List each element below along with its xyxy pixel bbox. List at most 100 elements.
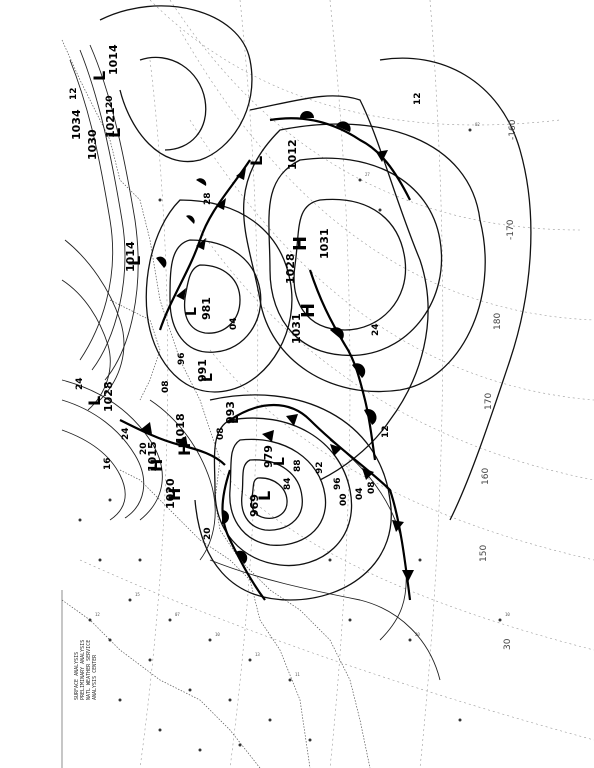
pressure-value: 1031 [290,313,303,344]
isobar-label: 12 [69,87,79,100]
isobar-labels: 12 12 24 28 20 24 92 96 00 04 08 88 84 2… [69,87,423,540]
svg-text:12: 12 [95,612,100,617]
isobar-label: 12 [413,92,423,105]
isobar-label: 16 [103,457,113,470]
grid-label-180: 180 [493,313,503,330]
header-line-2: PRELIMINARY ANALYSIS [80,640,86,700]
chart-header: SURFACE ANALYSIS PRELIMINARY ANALYSIS NA… [74,640,98,700]
front-symbols [140,111,414,582]
svg-text:07: 07 [175,612,180,617]
pressure-center: L 993 [224,401,242,424]
pressure-value: 969 [248,494,261,517]
isobar-label: 08 [216,427,226,440]
grid-label-170: 170 [484,393,494,410]
isobar-label: 12 [381,425,391,438]
high-symbol: H [175,443,194,456]
svg-text:13: 13 [255,652,260,657]
isobar-label: 04 [355,487,365,500]
svg-text:11: 11 [295,672,300,677]
isobar-label: 24 [75,377,85,390]
pressure-center: L 1028 [85,381,115,412]
pressure-value: 981 [200,297,213,320]
grid-labels: -160 -170 180 170 160 150 30 [479,119,518,650]
header-line-3: NATL WEATHER SERVICE [86,640,92,700]
low-symbol: L [226,415,242,424]
pressure-value: 1031 [318,228,331,259]
pressure-center: H 1015 [146,441,166,472]
pressure-value: 1021 [104,107,117,138]
low-symbol: L [272,457,288,466]
graticule [79,0,594,768]
header-line-1: SURFACE ANALYSIS [74,652,80,700]
high-symbol: H [298,303,319,318]
low-symbol: L [125,256,144,266]
pressure-center: L 1030 [86,129,99,160]
svg-text:10: 10 [505,612,510,617]
isobar-label: 00 [339,493,349,506]
pressure-center: H 1031 [290,228,331,259]
pressure-center: L 991 [196,359,216,382]
isobar-label: 08 [367,481,377,494]
high-symbol: H [165,488,184,501]
low-symbol: L [200,373,216,382]
pressure-value: 1012 [286,139,299,170]
pressure-value: 979 [262,445,275,468]
pressure-center: H 1031 [290,303,319,344]
grid-label-160: 160 [481,468,491,485]
isobar-label: 92 [315,461,325,474]
grid-label-m160: -160 [508,119,518,140]
pressure-value: 1014 [124,241,137,272]
svg-text:27: 27 [365,172,370,177]
pressure-center: L 1014 [90,44,120,81]
pressure-center: L 979 [262,445,288,468]
pressure-center: L 1012 [247,139,299,170]
low-symbol: L [184,307,200,316]
svg-text:15: 15 [135,592,140,597]
isobar-label: 96 [177,352,187,365]
grid-label-30: 30 [503,638,513,650]
pressure-value: 1015 [146,441,159,472]
pressure-value: 993 [224,401,237,424]
isobar-label: 08 [161,380,171,393]
isobar-label: 20 [105,95,115,108]
pressure-value: 1028 [102,381,115,412]
isobar-label: 04 [229,317,239,330]
isobar-label: 88 [293,459,303,472]
grid-label-m170: -170 [506,219,516,240]
svg-text:10: 10 [215,632,220,637]
low-symbol: L [255,491,274,501]
pressure-value: 991 [196,359,209,382]
svg-text:20: 20 [415,632,420,637]
svg-text:02: 02 [475,122,480,127]
isobar-label: 20 [139,442,149,455]
pressure-value: 1020 [164,478,177,509]
pressure-center: L 1034 [70,109,83,140]
pressure-value: 1034 [70,109,83,140]
isobar-label: 20 [203,527,213,540]
low-symbol: L [85,396,104,406]
pressure-center: L 1014 [124,241,144,272]
header-line-4: ANALYSIS CENTER [92,654,98,700]
pressure-center: L 969 [248,491,274,517]
isobar-label: 24 [371,323,381,336]
pressure-value: 1028 [284,253,297,284]
pressure-center: H 1020 [164,478,184,509]
isobars [61,5,532,681]
high-symbol: H [147,459,166,472]
pressure-center: L 981 [184,297,213,320]
low-symbol: L [90,71,109,81]
isobar-label: 24 [121,427,131,440]
fronts [119,117,412,601]
isobar-label: 84 [283,477,293,490]
high-symbol: H [290,236,311,251]
pressure-value: 1030 [86,129,99,160]
isobar-label: 96 [333,477,343,490]
pressure-center: L 1021 [104,107,124,138]
grid-label-150: 150 [479,545,489,562]
low-symbol: L [105,128,124,138]
low-symbol: L [247,156,266,166]
isobar-label: 28 [203,192,213,205]
